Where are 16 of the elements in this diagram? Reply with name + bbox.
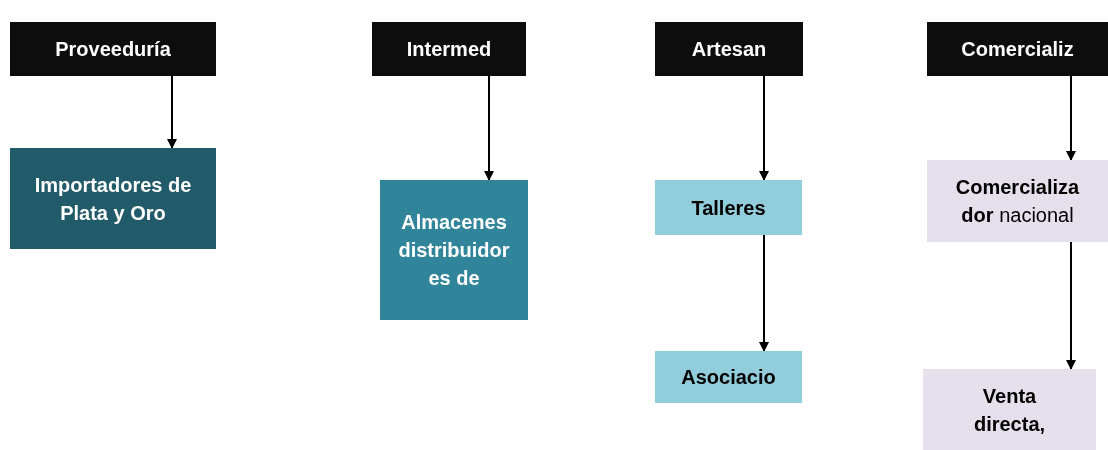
arrow — [484, 75, 494, 181]
process-box: Importadores de Plata y Oro — [10, 148, 216, 249]
arrow — [1066, 75, 1076, 161]
arrow — [1066, 241, 1076, 370]
header-box: Proveeduría — [10, 22, 216, 76]
process-box: Almacenes distribuidores de — [380, 180, 528, 320]
header-box: Artesan — [655, 22, 803, 76]
process-box: Comercializador nacional — [927, 160, 1108, 242]
arrow — [759, 234, 769, 352]
process-box: Talleres — [655, 180, 802, 235]
process-box: Venta directa, — [923, 369, 1096, 450]
arrow — [759, 75, 769, 181]
arrow — [167, 75, 177, 149]
header-box: Comercializ — [927, 22, 1108, 76]
process-box: Asociacio — [655, 351, 802, 403]
header-box: Intermed — [372, 22, 526, 76]
